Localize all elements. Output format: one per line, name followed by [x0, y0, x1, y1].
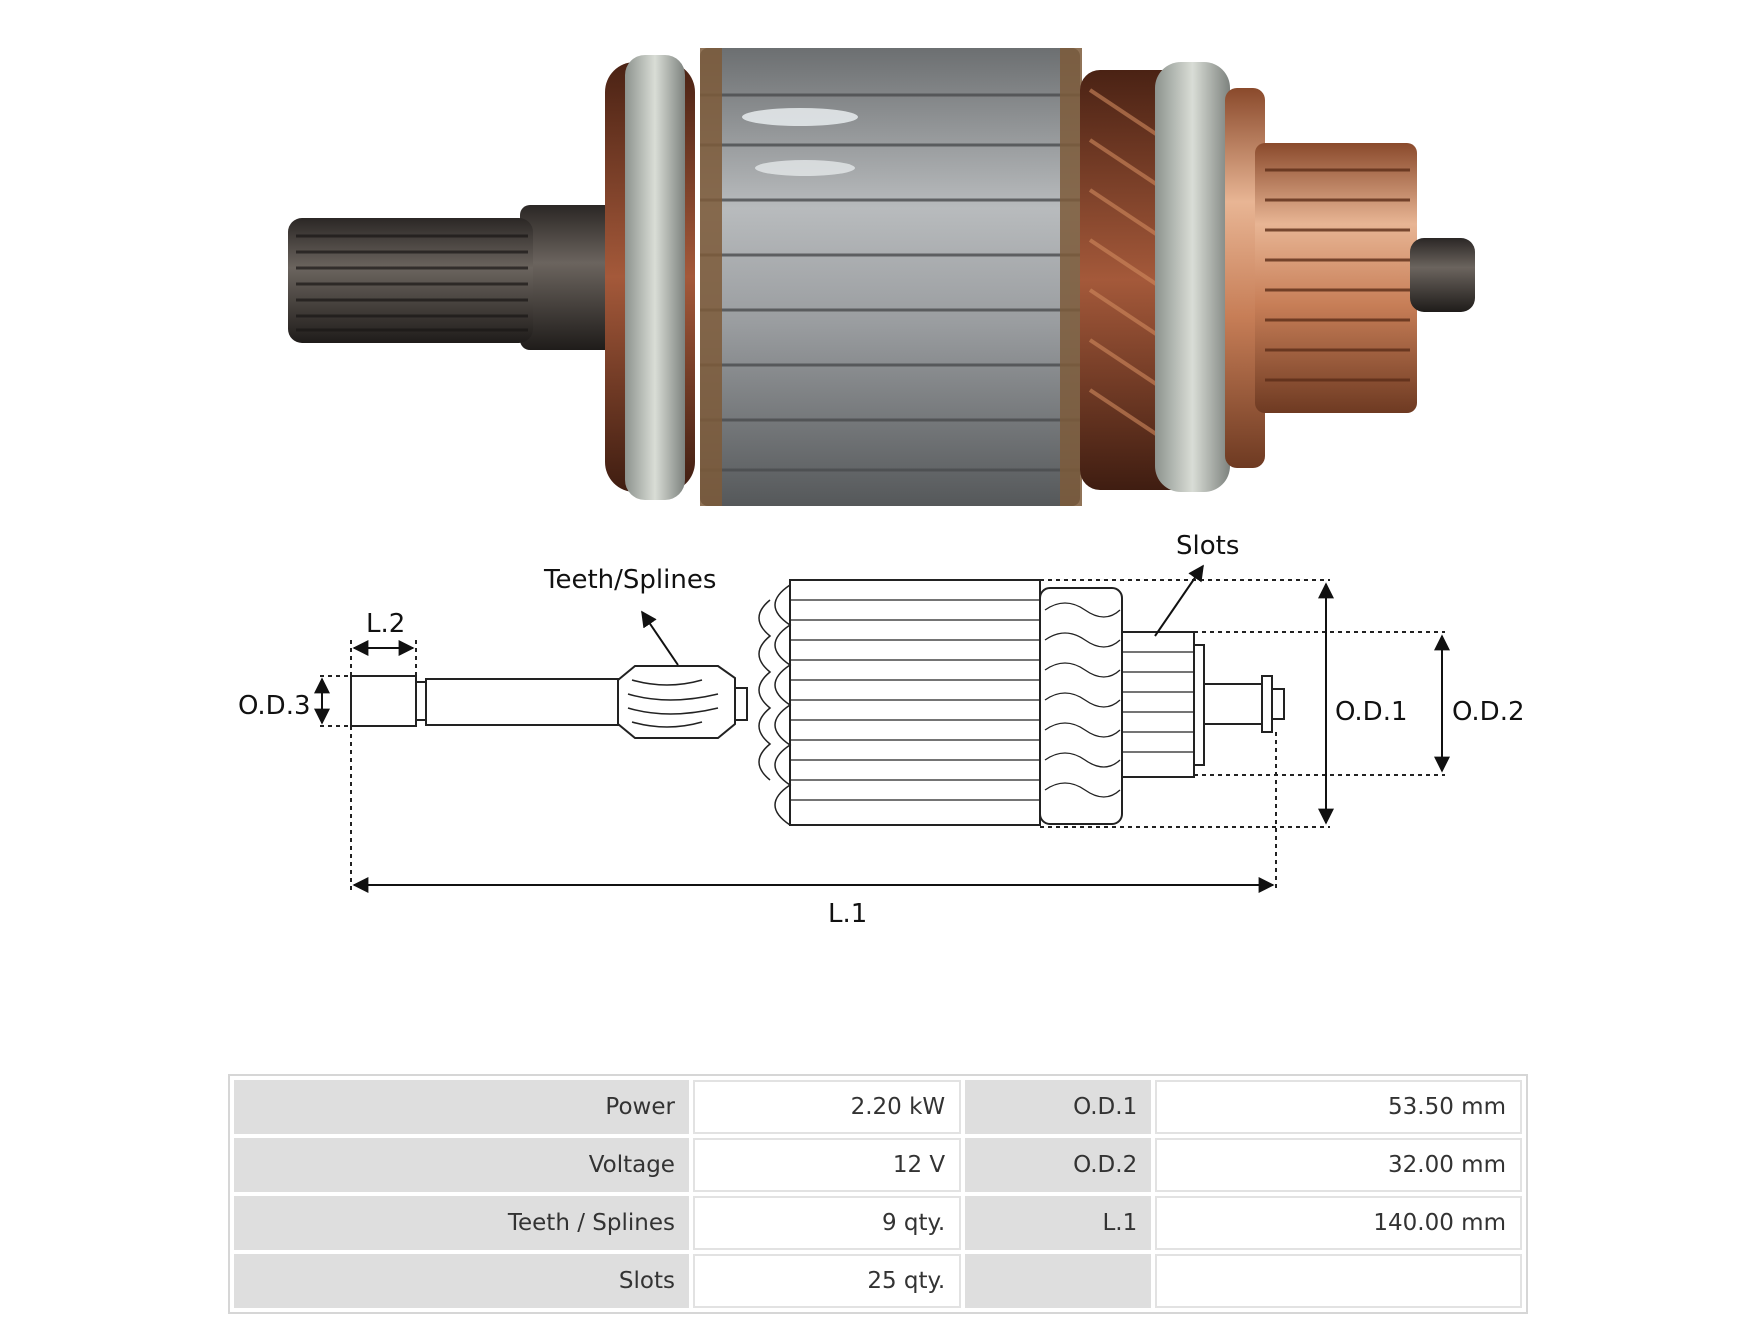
spec-value: 53.50 mm — [1155, 1080, 1522, 1134]
shaft-end-outline — [350, 675, 417, 727]
spec-value: 12 V — [692, 1138, 962, 1192]
end-shaft — [1410, 238, 1475, 312]
od3-label: O.D.3 — [238, 691, 311, 721]
spec-label: Slots — [234, 1254, 689, 1308]
armature-photo — [288, 48, 1475, 506]
spec-label: O.D.1 — [965, 1080, 1152, 1134]
right-ring — [1155, 62, 1230, 492]
spec-label — [965, 1254, 1152, 1308]
table-row: Voltage 12 V O.D.2 32.00 mm — [234, 1138, 1522, 1192]
end-shaft-outline — [1203, 683, 1263, 725]
spec-value: 32.00 mm — [1155, 1138, 1522, 1192]
table-row: Teeth / Splines 9 qty. L.1 140.00 mm — [234, 1196, 1522, 1250]
core-highlight — [742, 108, 858, 126]
left-winding-outline — [758, 584, 792, 826]
commutator-outline — [1121, 631, 1195, 778]
core-outline — [789, 579, 1041, 826]
od1-label: O.D.1 — [1335, 697, 1408, 727]
teeth-splines-label: Teeth/Splines — [543, 565, 716, 595]
shaft-outline — [425, 678, 619, 726]
commutator — [1255, 143, 1417, 413]
left-ring — [625, 55, 685, 500]
od2-label: O.D.2 — [1452, 697, 1525, 727]
spec-value — [1155, 1254, 1522, 1308]
spec-value: 2.20 kW — [692, 1080, 962, 1134]
teeth-leader-line — [641, 610, 679, 666]
slots-leader-line — [1154, 564, 1204, 637]
spec-value: 140.00 mm — [1155, 1196, 1522, 1250]
pinion-outline — [617, 665, 736, 739]
l2-label: L.2 — [366, 609, 405, 639]
shaft-collar — [520, 205, 630, 350]
spec-label: L.1 — [965, 1196, 1152, 1250]
spec-label: Voltage — [234, 1138, 689, 1192]
spec-label: Teeth / Splines — [234, 1196, 689, 1250]
pinion-gear — [288, 218, 533, 343]
spec-value: 25 qty. — [692, 1254, 962, 1308]
l1-label: L.1 — [828, 899, 867, 929]
spec-label: Power — [234, 1080, 689, 1134]
table-row: Power 2.20 kW O.D.1 53.50 mm — [234, 1080, 1522, 1134]
spec-table: Power 2.20 kW O.D.1 53.50 mm Voltage 12 … — [228, 1074, 1528, 1314]
table-row: Slots 25 qty. — [234, 1254, 1522, 1308]
slots-label: Slots — [1176, 531, 1239, 561]
spec-value: 9 qty. — [692, 1196, 962, 1250]
spec-label: O.D.2 — [965, 1138, 1152, 1192]
